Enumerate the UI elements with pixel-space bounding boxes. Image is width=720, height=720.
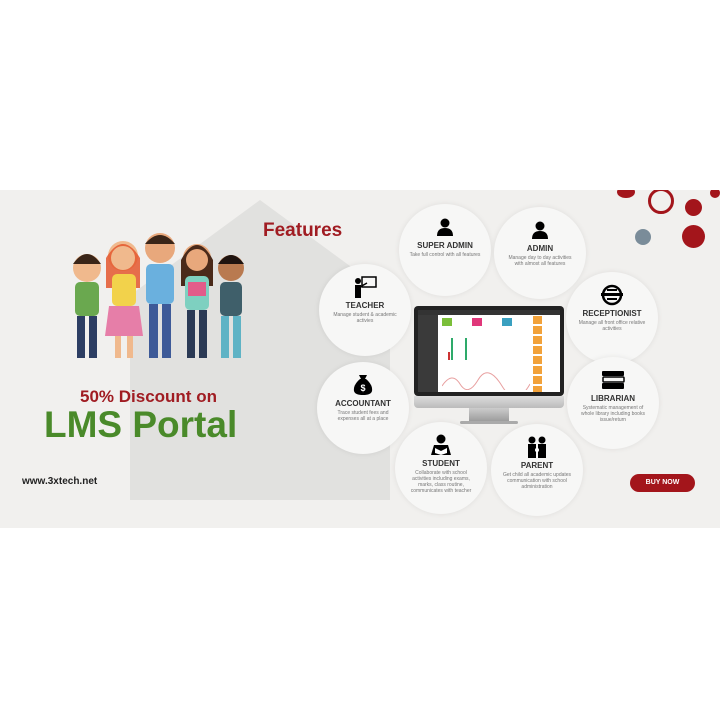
feature-teacher: TEACHER Manage student & academic activi… — [319, 264, 411, 356]
feature-parent: PARENT Get child all academic updates co… — [491, 424, 583, 516]
product-name: LMS Portal — [44, 404, 238, 445]
decor-dot — [682, 225, 705, 248]
kids-illustration — [73, 233, 244, 358]
decor-dot — [635, 229, 651, 245]
feature-admin: ADMIN Manage day to day activities with … — [494, 207, 586, 299]
monitor-bezel — [414, 396, 564, 408]
reception-icon — [566, 284, 658, 306]
feature-accountant: $ ACCOUNTANT Trace student fees and expe… — [317, 362, 409, 454]
teacher-board-icon — [319, 276, 411, 298]
decor-dot — [617, 190, 635, 198]
promo-banner: Features SUPER ADMIN Take full control w… — [0, 190, 720, 528]
website-link[interactable]: www.3xtech.net — [22, 476, 98, 487]
feature-receptionist: RECEPTIONIST Manage all front office rel… — [566, 272, 658, 364]
monitor-stand — [469, 408, 509, 422]
monitor-dashboard-screenshot — [414, 306, 564, 396]
decor-ring — [648, 190, 674, 214]
feature-student: STUDENT Collaborate with school activiti… — [395, 422, 487, 514]
features-heading: Features — [263, 220, 343, 241]
svg-text:$: $ — [360, 383, 365, 393]
discount-text: 50% Discount on — [80, 387, 217, 406]
user-icon — [494, 219, 586, 241]
user-icon — [399, 216, 491, 238]
decor-dot — [685, 199, 702, 216]
money-bag-icon: $ — [317, 374, 409, 396]
monitor-base — [460, 421, 518, 424]
buy-now-button[interactable]: BUY NOW — [630, 474, 695, 492]
decor-dot — [710, 190, 720, 198]
parent-child-icon — [491, 436, 583, 458]
student-reading-icon — [395, 434, 487, 456]
feature-super-admin: SUPER ADMIN Take full control with all f… — [399, 204, 491, 296]
books-icon — [567, 369, 659, 391]
feature-librarian: LIBRARIAN Systematic management of whole… — [567, 357, 659, 449]
